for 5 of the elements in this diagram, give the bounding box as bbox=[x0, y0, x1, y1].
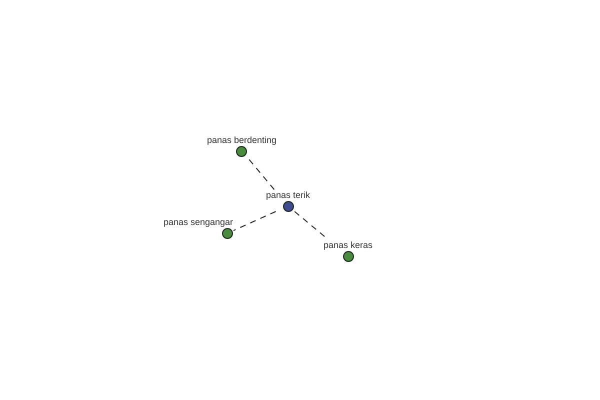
node-label: panas keras bbox=[324, 240, 373, 250]
node-label: panas berdenting bbox=[207, 134, 277, 146]
node-label: panas sengangar bbox=[164, 216, 234, 228]
connector-line bbox=[233, 211, 276, 232]
node-label: panas terik bbox=[266, 190, 310, 200]
